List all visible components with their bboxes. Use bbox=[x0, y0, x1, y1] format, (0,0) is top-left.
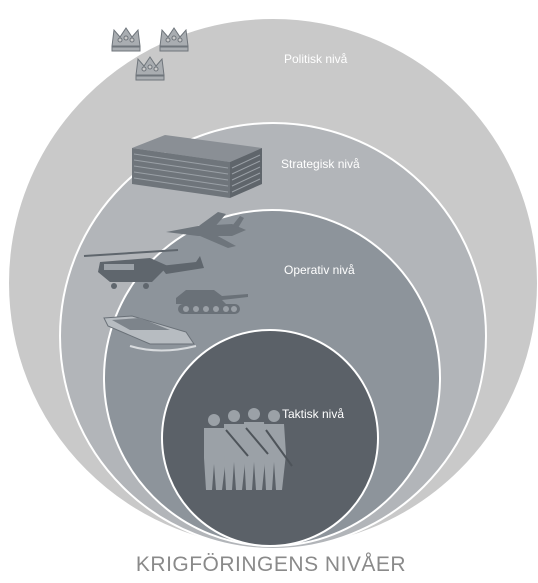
vehicles-icon bbox=[83, 212, 248, 352]
diagram-title: KRIGFÖRINGENS NIVÅER bbox=[136, 553, 406, 576]
boat-icon bbox=[103, 315, 197, 352]
politisk-label: Politisk nivå bbox=[284, 52, 348, 66]
helicopter-icon bbox=[83, 249, 204, 289]
tank-icon bbox=[176, 290, 248, 314]
taktisk-label: Taktisk nivå bbox=[282, 407, 344, 421]
building-icon bbox=[132, 135, 262, 198]
crowns-icon bbox=[111, 27, 189, 81]
strategisk-label: Strategisk nivå bbox=[281, 157, 360, 171]
jet-icon bbox=[166, 212, 246, 248]
soldiers-icon bbox=[204, 408, 293, 490]
operativ-label: Operativ nivå bbox=[284, 263, 355, 277]
